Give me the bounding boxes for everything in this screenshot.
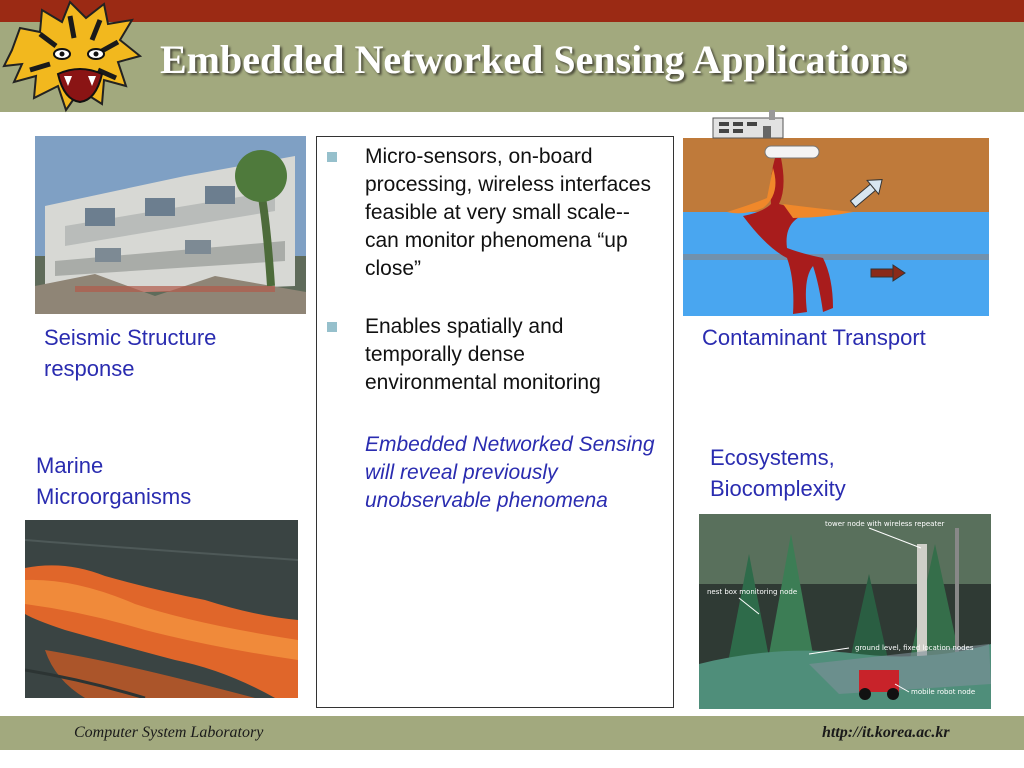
ecosystem-label-nest: nest box monitoring node	[707, 588, 797, 596]
marine-algae-image	[25, 520, 298, 698]
seismic-building-image	[35, 136, 306, 314]
bullet-item: Micro-sensors, on-board processing, wire…	[327, 143, 657, 283]
callout-text: Embedded Networked Sensing will reveal p…	[365, 433, 655, 512]
top-accent-bar	[0, 0, 1024, 22]
footer-url: http://it.korea.ac.kr	[822, 724, 950, 741]
ecosystem-label-robot: mobile robot node	[911, 688, 975, 696]
bullet-item: Enables spatially and temporally dense e…	[327, 313, 657, 397]
caption-marine: Marine Microorganisms	[36, 453, 192, 509]
ecosystem-forest-image: tower node with wireless repeater nest b…	[699, 514, 991, 709]
caption-ecosystems: Ecosystems, Biocomplexity	[710, 445, 846, 501]
bullet-marker-icon	[327, 322, 337, 332]
ecosystem-label-tower: tower node with wireless repeater	[825, 520, 945, 528]
bullet-text: Enables spatially and temporally dense e…	[365, 315, 601, 394]
title-band	[0, 22, 1024, 112]
bullet-text-box: Micro-sensors, on-board processing, wire…	[316, 136, 674, 708]
slide-title: Embedded Networked Sensing Applications	[160, 37, 908, 82]
bullet-text: Micro-sensors, on-board processing, wire…	[365, 145, 651, 280]
tiger-logo-icon	[0, 0, 150, 116]
footer-band	[0, 716, 1024, 750]
bullet-marker-icon	[327, 152, 337, 162]
contaminant-transport-diagram	[683, 108, 989, 316]
footer-lab-name: Computer System Laboratory	[74, 724, 264, 741]
ecosystem-label-ground: ground level, fixed location nodes	[855, 644, 974, 652]
caption-contaminant: Contaminant Transport	[702, 325, 926, 350]
caption-seismic: Seismic Structure response	[44, 325, 217, 381]
